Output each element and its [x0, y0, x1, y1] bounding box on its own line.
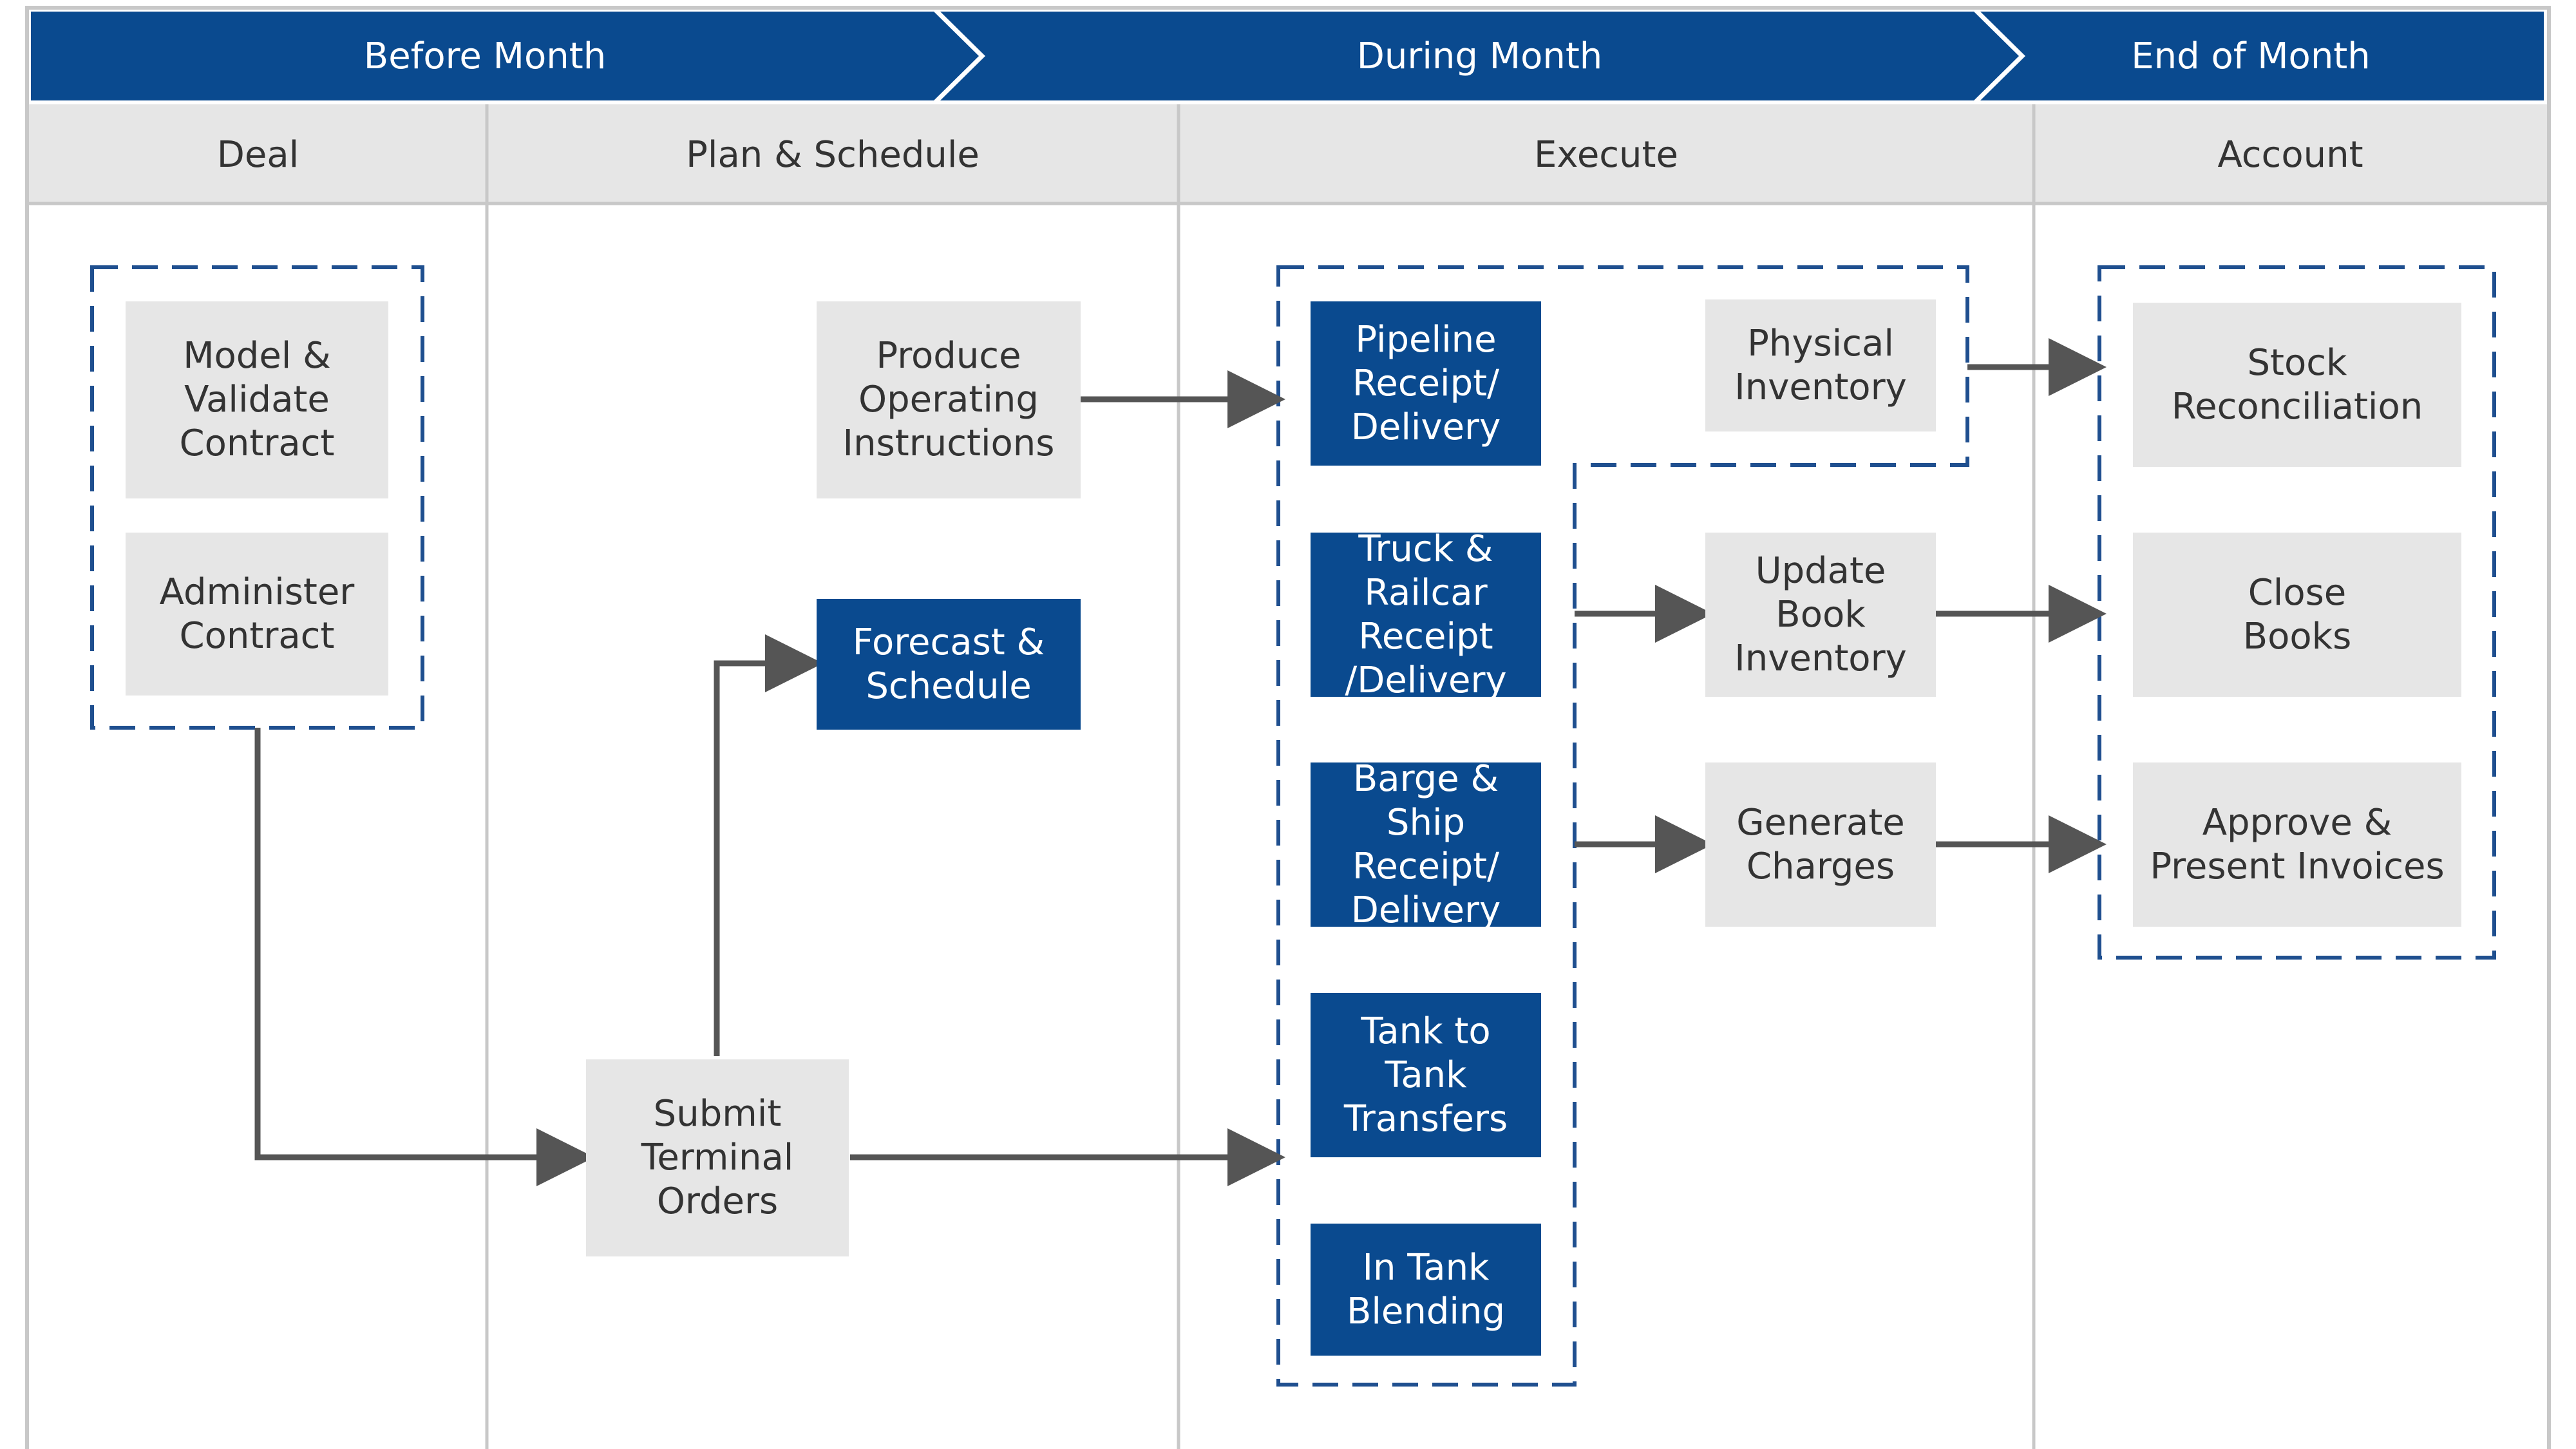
physical-inventory-label: Physical Inventory [1734, 322, 1907, 408]
pipeline-receipt-delivery-label: Pipeline Receipt/ Delivery [1350, 318, 1501, 448]
arrow-deal-to-submit-orders [254, 728, 594, 1186]
administer-contract-box: Administer Contract [126, 533, 388, 696]
tank-to-tank-transfers-box: Tank to Tank Transfers [1311, 993, 1541, 1157]
lane-header-plan-schedule: Plan & Schedule [686, 133, 980, 176]
forecast-schedule-label: Forecast & Schedule [852, 621, 1045, 707]
arrow-submit-to-forecast [714, 634, 823, 1056]
outer-border [25, 6, 2551, 1449]
phase-before-month: Before Month [363, 35, 607, 77]
lane-header-execute: Execute [1534, 133, 1678, 176]
forecast-schedule-box: Forecast & Schedule [817, 599, 1081, 730]
submit-terminal-orders-label: Submit Terminal Orders [641, 1093, 794, 1222]
tank-to-tank-transfers-label: Tank to Tank Transfers [1343, 1010, 1508, 1140]
phase-end-of-month: End of Month [2131, 35, 2371, 77]
produce-operating-instructions-box: Produce Operating Instructions [817, 301, 1081, 498]
phase-end-of-month-shape [1980, 12, 2544, 100]
model-validate-contract-box: Model & Validate Contract [126, 301, 388, 498]
truck-railcar-receipt-delivery-box: Truck & Railcar Receipt /Delivery [1311, 528, 1541, 701]
close-books-box: Close Books [2133, 533, 2461, 697]
stock-reconciliation-label: Stock Reconciliation [2171, 341, 2423, 428]
produce-operating-instructions-label: Produce Operating Instructions [842, 335, 1055, 464]
submit-terminal-orders-box: Submit Terminal Orders [586, 1059, 849, 1256]
lane-header-band [29, 104, 2547, 204]
administer-contract-label: Administer Contract [159, 571, 355, 657]
in-tank-blending-label: In Tank Blending [1346, 1246, 1506, 1332]
update-book-inventory-box: Update Book Inventory [1705, 533, 1936, 697]
phase-before-month-shape [31, 12, 979, 100]
phase-during-month-shape [940, 12, 2019, 100]
model-validate-contract-label: Model & Validate Contract [179, 335, 335, 464]
approve-present-invoices-box: Approve & Present Invoices [2133, 762, 2461, 927]
generate-charges-label: Generate Charges [1736, 801, 1905, 887]
barge-ship-receipt-delivery-label: Barge & Ship Receipt/ Delivery [1350, 757, 1501, 931]
deal-group-outline [90, 265, 424, 730]
generate-charges-box: Generate Charges [1705, 762, 1936, 927]
execute-group-outline [1276, 265, 1969, 1387]
truck-railcar-receipt-delivery-label: Truck & Railcar Receipt /Delivery [1345, 527, 1507, 701]
phase-during-month: During Month [1356, 35, 1603, 77]
close-books-label: Close Books [2242, 571, 2352, 658]
physical-inventory-box: Physical Inventory [1705, 299, 1936, 431]
approve-present-invoices-label: Approve & Present Invoices [2150, 801, 2445, 887]
update-book-inventory-label: Update Book Inventory [1734, 549, 1907, 679]
lane-header-account: Account [2217, 133, 2363, 176]
pipeline-receipt-delivery-box: Pipeline Receipt/ Delivery [1311, 301, 1541, 466]
lane-header-deal: Deal [216, 133, 299, 176]
account-group-outline [2098, 265, 2496, 960]
in-tank-blending-box: In Tank Blending [1311, 1224, 1541, 1356]
barge-ship-receipt-delivery-box: Barge & Ship Receipt/ Delivery [1311, 758, 1541, 931]
stock-reconciliation-box: Stock Reconciliation [2133, 303, 2461, 467]
